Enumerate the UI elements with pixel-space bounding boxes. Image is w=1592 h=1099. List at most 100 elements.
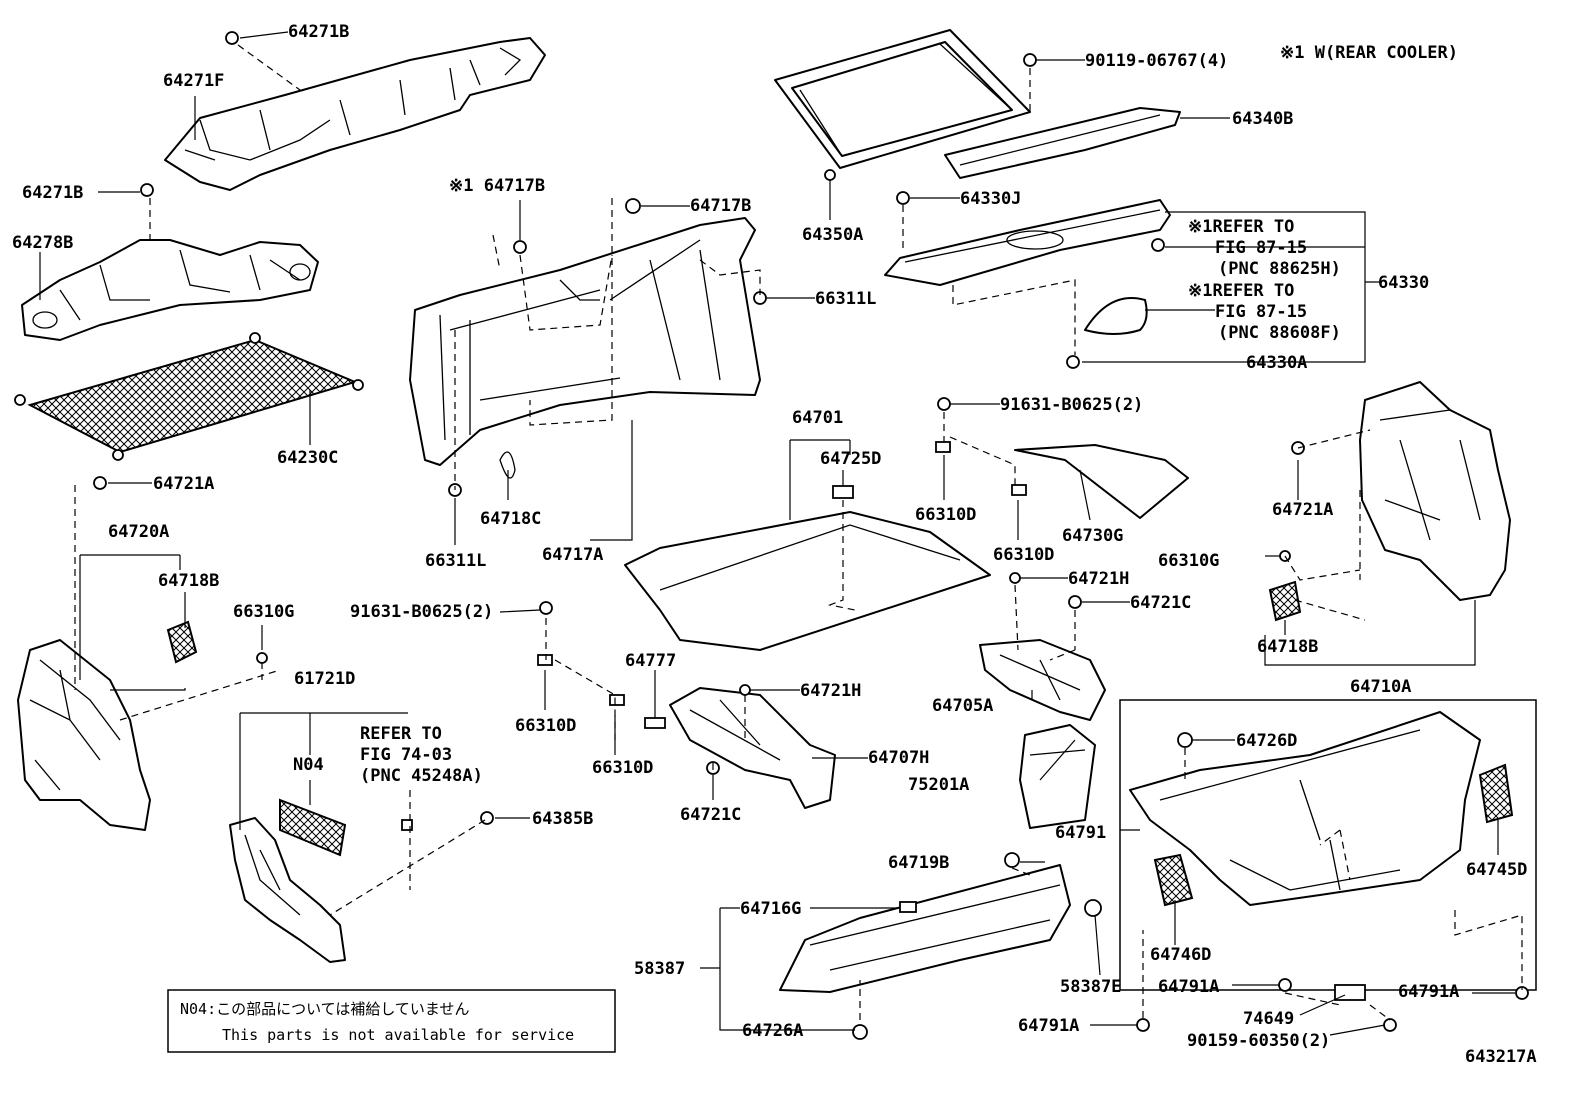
clip-icon xyxy=(480,811,494,825)
deck-board-64701 xyxy=(624,511,991,651)
clip-icon xyxy=(937,397,951,411)
clip-icon xyxy=(140,183,154,197)
refer-note-line: FIG 87-15 xyxy=(1215,302,1307,322)
assembly-dashed-lines xyxy=(74,44,1523,1021)
clip-icon xyxy=(1004,852,1020,868)
side-trim-64720a xyxy=(17,639,151,831)
part-label-90119-06767[interactable]: 90119-06767(4) xyxy=(1085,51,1228,71)
part-label-64717b[interactable]: ※1 64717B xyxy=(449,176,545,196)
part-label-64330a[interactable]: 64330A xyxy=(1246,353,1307,373)
part-label-n04[interactable]: N04 xyxy=(293,755,324,775)
refer-note-line: ※1REFER TO xyxy=(1188,217,1294,237)
part-label-64350a[interactable]: 64350A xyxy=(802,225,863,245)
part-label-61721d[interactable]: 61721D xyxy=(294,669,355,689)
part-label-64791a[interactable]: 64791A xyxy=(1398,982,1459,1002)
part-label-64726d[interactable]: 64726D xyxy=(1236,731,1297,751)
part-label-64718c[interactable]: 64718C xyxy=(480,509,541,529)
clip-icon xyxy=(935,441,951,453)
refer-note-line: FIG 74-03 xyxy=(360,745,452,765)
refer-note-line: REFER TO xyxy=(360,724,442,744)
part-label-64230c[interactable]: 64230C xyxy=(277,448,338,468)
insulator-64271f xyxy=(164,37,546,191)
clip-icon xyxy=(899,901,917,913)
clip-icon xyxy=(1383,1018,1397,1032)
part-label-64721a[interactable]: 64721A xyxy=(153,474,214,494)
part-label-58387e[interactable]: 58387E xyxy=(1060,977,1121,997)
part-label-64340b[interactable]: 64340B xyxy=(1232,109,1293,129)
part-label-64707h[interactable]: 64707H xyxy=(868,748,929,768)
cover-64730g xyxy=(1014,444,1189,519)
part-label-66310d[interactable]: 66310D xyxy=(915,505,976,525)
header-note: ※1 W(REAR COOLER) xyxy=(1280,43,1458,63)
part-label-64701[interactable]: 64701 xyxy=(792,408,843,428)
notice-line-jp: N04:この部品については補給していません xyxy=(180,1000,469,1018)
bracket-64707h xyxy=(669,687,836,809)
leader-lines xyxy=(39,31,1515,1036)
part-label-74649[interactable]: 74649 xyxy=(1243,1009,1294,1029)
part-label-66310d[interactable]: 66310D xyxy=(515,716,576,736)
clip-icon xyxy=(625,198,641,214)
part-label-64791[interactable]: 64791 xyxy=(1055,823,1106,843)
part-label-64721c[interactable]: 64721C xyxy=(680,805,741,825)
part-label-66310d[interactable]: 66310D xyxy=(993,545,1054,565)
insulator-64278b xyxy=(21,239,319,341)
part-label-64278b[interactable]: 64278B xyxy=(12,233,73,253)
part-label-66311l[interactable]: 66311L xyxy=(815,289,876,309)
net-n04 xyxy=(279,798,347,857)
part-label-75201a[interactable]: 75201A xyxy=(908,775,969,795)
clip-icon xyxy=(1136,1018,1150,1032)
part-label-66310d[interactable]: 66310D xyxy=(592,758,653,778)
part-label-64721h[interactable]: 64721H xyxy=(800,681,861,701)
refer-note-line: (PNC 88608F) xyxy=(1218,323,1341,343)
part-label-64791a[interactable]: 64791A xyxy=(1158,977,1219,997)
part-label-64716g[interactable]: 64716G xyxy=(740,899,801,919)
clip-icon xyxy=(1023,53,1037,67)
trim-64791 xyxy=(1129,711,1481,906)
part-label-64725d[interactable]: 64725D xyxy=(820,449,881,469)
clip-icon xyxy=(852,1024,868,1040)
clip-icon xyxy=(896,191,910,205)
refer-note-line: (PNC 88625H) xyxy=(1218,259,1341,279)
part-label-64730g[interactable]: 64730G xyxy=(1062,526,1123,546)
part-label-64705a[interactable]: 64705A xyxy=(932,696,993,716)
part-label-64720a[interactable]: 64720A xyxy=(108,522,169,542)
part-label-64330j[interactable]: 64330J xyxy=(960,189,1021,209)
clip-icon xyxy=(1278,978,1292,992)
part-label-64717b[interactable]: 64717B xyxy=(690,196,751,216)
part-label-66310g[interactable]: 66310G xyxy=(1158,551,1219,571)
grille-64718b-right xyxy=(1268,580,1302,622)
part-label-64791a[interactable]: 64791A xyxy=(1018,1016,1079,1036)
grille-64718b-left xyxy=(166,620,198,664)
cargo-net-64230c xyxy=(14,332,364,461)
part-label-64721h[interactable]: 64721H xyxy=(1068,569,1129,589)
part-label-66310g[interactable]: 66310G xyxy=(233,602,294,622)
part-label-64719b[interactable]: 64719B xyxy=(888,853,949,873)
part-label-64721c[interactable]: 64721C xyxy=(1130,593,1191,613)
part-label-64271f[interactable]: 64271F xyxy=(163,71,224,91)
part-label-64777[interactable]: 64777 xyxy=(625,651,676,671)
part-label-64721a[interactable]: 64721A xyxy=(1272,500,1333,520)
part-label-64718b[interactable]: 64718B xyxy=(158,571,219,591)
part-label-91631-b0625[interactable]: 91631-B0625(2) xyxy=(1000,395,1143,415)
clip-icon xyxy=(739,684,751,696)
part-label-64330[interactable]: 64330 xyxy=(1378,273,1429,293)
part-label-58387[interactable]: 58387 xyxy=(634,959,685,979)
part-label-90159-60350[interactable]: 90159-60350(2) xyxy=(1187,1031,1330,1051)
detail-box-64791 xyxy=(1119,699,1537,991)
refer-note-line: (PNC 45248A) xyxy=(360,766,483,786)
part-label-64271b[interactable]: 64271B xyxy=(288,22,349,42)
clip-45248a xyxy=(401,819,413,831)
part-label-66311l[interactable]: 66311L xyxy=(425,551,486,571)
part-label-64745d[interactable]: 64745D xyxy=(1466,860,1527,880)
part-label-64746d[interactable]: 64746D xyxy=(1150,945,1211,965)
part-label-64271b[interactable]: 64271B xyxy=(22,183,83,203)
part-label-64710a[interactable]: 64710A xyxy=(1350,677,1411,697)
duct-88608f xyxy=(1084,297,1148,335)
part-label-91631-b0625[interactable]: 91631-B0625(2) xyxy=(350,602,493,622)
part-label-64385b[interactable]: 64385B xyxy=(532,809,593,829)
part-label-64717a[interactable]: 64717A xyxy=(542,545,603,565)
part-label-64718b[interactable]: 64718B xyxy=(1257,637,1318,657)
part-label-64726a[interactable]: 64726A xyxy=(742,1021,803,1041)
notice-line-en: This parts is not available for service xyxy=(222,1026,574,1044)
clip-icon xyxy=(513,240,527,254)
